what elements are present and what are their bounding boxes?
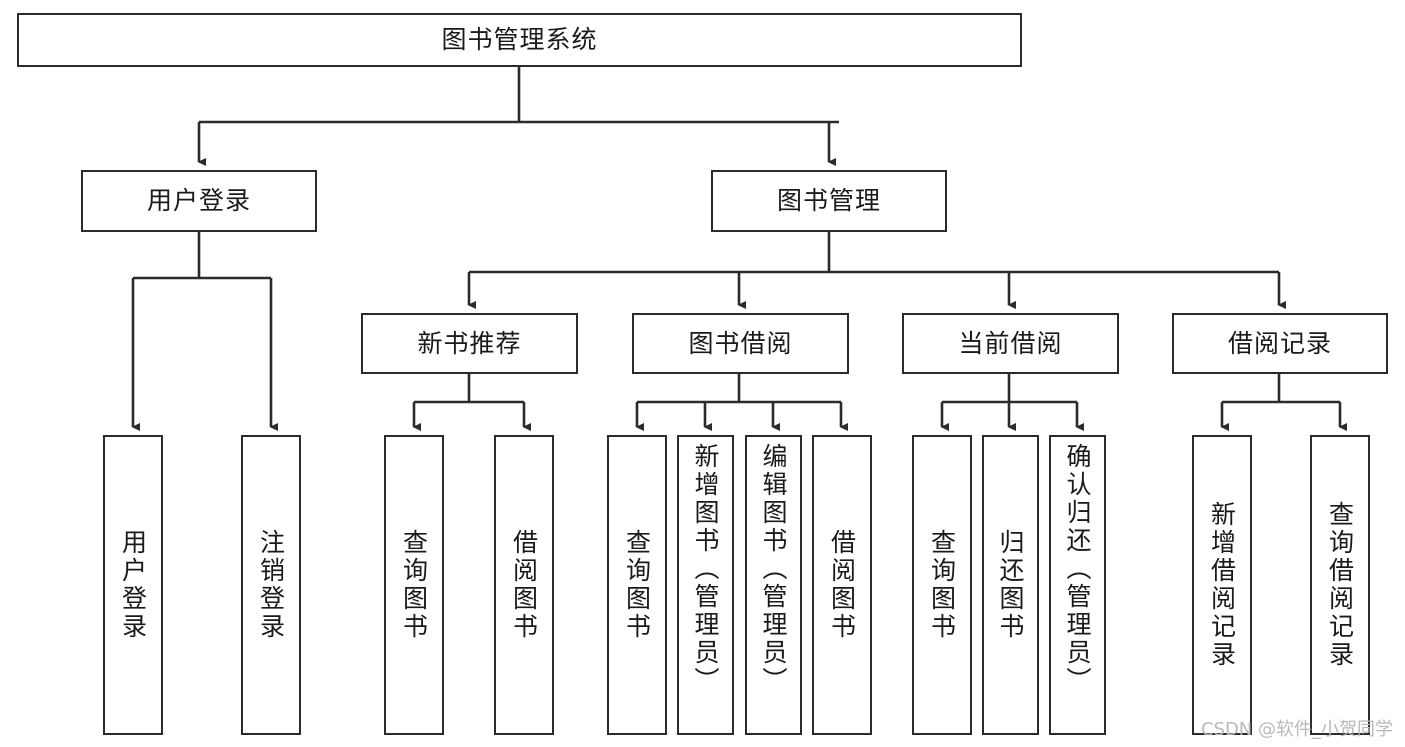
leaf-logout-login[interactable]: 注销登录 [241, 435, 301, 735]
leaf-query-book-borrow[interactable]: 查询图书 [607, 435, 667, 735]
node-label: 借阅图书 [827, 529, 857, 641]
node-label: 确认归还（管理员） [1063, 443, 1092, 695]
leaf-query-book-current[interactable]: 查询图书 [912, 435, 972, 735]
node-label: 查询图书 [399, 529, 429, 641]
watermark-text: CSDN @软件_小贺同学 [1200, 719, 1393, 740]
node-current-borrow[interactable]: 当前借阅 [902, 313, 1119, 374]
node-book-borrow[interactable]: 图书借阅 [632, 313, 849, 374]
node-label: 借阅记录 [1227, 328, 1332, 358]
node-label: 新增借阅记录 [1207, 501, 1237, 669]
leaf-add-book-admin[interactable]: 新增图书（管理员） [677, 435, 734, 735]
leaf-borrow-book-newbook[interactable]: 借阅图书 [494, 435, 554, 735]
node-label: 当前借阅 [958, 328, 1063, 358]
leaf-borrow-book-borrow[interactable]: 借阅图书 [812, 435, 872, 735]
node-label: 查询图书 [927, 529, 957, 641]
node-label: 用户登录 [146, 186, 251, 216]
node-user-login[interactable]: 用户登录 [81, 170, 317, 232]
node-label: 图书借阅 [688, 328, 793, 358]
node-label: 查询借阅记录 [1325, 501, 1355, 669]
node-label: 用户登录 [118, 529, 148, 641]
node-label: 借阅图书 [509, 529, 539, 641]
leaf-add-borrow-record[interactable]: 新增借阅记录 [1192, 435, 1252, 735]
node-label: 新书推荐 [417, 328, 522, 358]
node-label: 编辑图书（管理员） [759, 443, 788, 695]
node-label: 查询图书 [622, 529, 652, 641]
leaf-user-login[interactable]: 用户登录 [103, 435, 163, 735]
node-label: 归还图书 [996, 529, 1025, 641]
node-label: 新增图书（管理员） [691, 443, 720, 695]
node-new-book-recommend[interactable]: 新书推荐 [361, 313, 578, 374]
leaf-query-borrow-record[interactable]: 查询借阅记录 [1310, 435, 1370, 735]
node-label: 注销登录 [256, 529, 286, 641]
node-root-system[interactable]: 图书管理系统 [17, 13, 1022, 67]
node-borrow-record[interactable]: 借阅记录 [1172, 313, 1388, 374]
node-label: 图书管理 [776, 186, 881, 216]
leaf-confirm-return-admin[interactable]: 确认归还（管理员） [1049, 435, 1106, 735]
node-book-management[interactable]: 图书管理 [711, 170, 947, 232]
leaf-edit-book-admin[interactable]: 编辑图书（管理员） [745, 435, 802, 735]
leaf-return-book[interactable]: 归还图书 [982, 435, 1039, 735]
node-label: 图书管理系统 [441, 25, 598, 55]
leaf-query-book-newbook[interactable]: 查询图书 [384, 435, 444, 735]
